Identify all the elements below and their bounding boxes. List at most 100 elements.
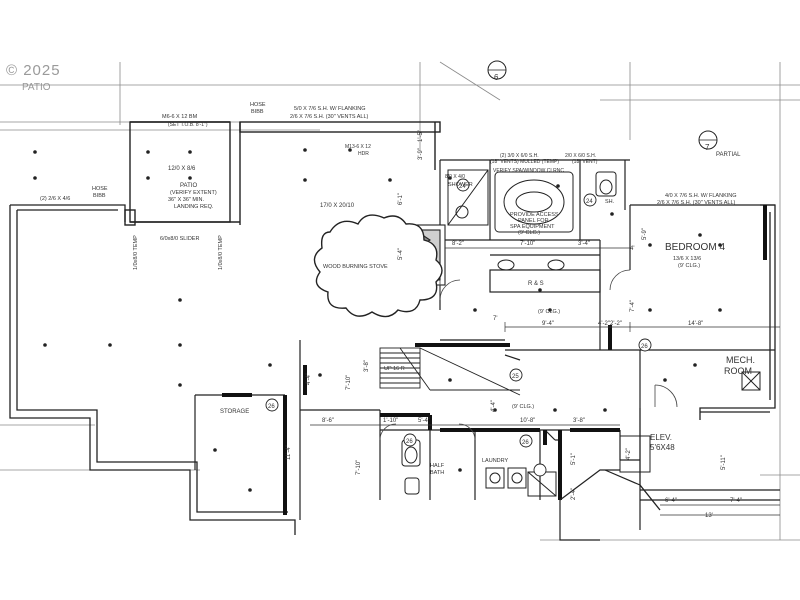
dim-5-9: 5'-9" [642,228,648,240]
dim-7: 7' [493,316,497,322]
window-left-note: (2) 2/6 X 4/6 [40,196,70,202]
door-swings [379,269,678,441]
half-bath-label-2: BATH [430,470,444,476]
tag-25-stair: 25 [512,374,519,380]
header-m13: M13-6 X 12 [345,144,371,150]
patio-room-label: PATIO [180,183,197,189]
heavy-wall-segments [222,205,767,515]
revision-cloud [313,214,443,318]
hose-bibb-left: HOSE [92,186,108,192]
mech-room-label: MECH. [726,355,755,365]
elevator-label: ELEV. [650,433,672,442]
stairs [379,347,521,396]
dim-2-2: 2'-2" [610,321,622,327]
exterior-walls [9,204,776,535]
hose-bibb-left-2: BIBB [93,193,106,199]
dim-1-10: 1'-10" [383,418,398,424]
dim-2-4: 2'-4" [571,488,577,500]
tag-26-bed: 26 [641,344,648,350]
shower-label: SHOWER [448,182,473,188]
bedroom-window-note: 4/0 X 7/6 S.H. W/ FLANKING [665,193,737,199]
interior-walls [194,159,775,520]
dim-4-4-hall: 4'-4" [491,400,497,412]
dim-6-1: 6'-1" [398,193,404,205]
light-fixtures [33,148,722,492]
ceiling-note-hall: (9' CLG.) [538,309,560,315]
dim-7-10-storage: 7'-10" [356,460,362,475]
shelf-label: SH. [605,199,615,205]
access-panel-note: PROVIDE ACCESS [510,212,559,218]
dim-5-11: 5'-11" [721,455,727,470]
dim-4: 4' [630,246,634,252]
bath-laundry-fixtures [401,371,761,497]
dim-8-6: 8'-6" [322,418,334,424]
reference-lines [0,61,800,541]
dim-7-4: 7'-4" [630,300,636,312]
dim-3-4: 3'-4" [578,241,590,247]
bedroom-dims: 13/6 X 13/6 [673,256,701,262]
dimension-labels: 6'-1" 5'-4" 8'-2" 7'-10" 3'-4" 9'-4" 4'-… [286,130,742,519]
watermark-patio-label: PATIO [22,82,51,93]
landing-note: 36" X 36" MIN. [168,197,204,203]
dim-4-2-elev: 4'-2" [626,448,632,460]
dim-14-8: 14'-8" [688,321,703,327]
patio-dims: 12/0 X 8/6 [168,166,196,172]
header-m13-hdr: HDR [358,151,369,157]
storage-label: STORAGE [220,409,249,415]
dim-9-4: 9'-4" [542,321,554,327]
window-top-note-2: 2/6 X 7/6 S.H. (30" VENTS ALL) [290,114,369,120]
section-marker-7: 7 PARTIAL [698,130,741,158]
dim-7-4-lower: 7'-4" [730,498,742,504]
tag-26-bath: 26 [406,439,413,445]
patio-verify-note: (VERIFY EXTENT) [170,190,217,196]
tag-24-a: 24 [459,184,466,190]
dim-6-4: 6'-4" [665,498,677,504]
dim-5-4-bath: 5'-4" [418,418,430,424]
section-marker-6: 6 [487,60,507,82]
copyright-watermark: © 2025 [6,62,61,79]
lower-bay-walls [559,469,780,541]
dim-7-10: 7'-10" [520,241,535,247]
stair-up-label: UP 16 R [384,366,405,372]
elevator-size: 5'6X48 [650,443,675,452]
dim-8-2: 8'-2" [452,241,464,247]
plan-annotations: M6-6 X 12 BM (SET T.O.B. 8'-1") HOSE BIB… [40,102,755,476]
dim-11-4: 11'-4" [286,445,292,460]
dim-4-4: 4'-4" [306,373,312,385]
access-panel-note-3: SPA EQUIPMENT [510,224,555,230]
bedroom-ceiling: (9' CLG.) [678,263,700,269]
tag-26-storage: 26 [268,404,275,410]
dim-5-4: 5'-4" [398,248,404,260]
tags [265,178,652,477]
mech-room-label-2: ROOM [724,366,752,376]
slider-door-note: 6/0x8/0 SLIDER [160,236,199,242]
dimension-lines [310,247,780,516]
temp-door-note-1: 1/0x8/0 TEMP [133,235,139,270]
window-top-note: 5/0 X 7/6 S.H. W/ FLANKING [294,106,366,112]
dim-1-5: 1'-5" [418,130,424,142]
spa-window-note-3: 2/0 X 6/0 S.H. [565,153,596,159]
patio-beam-subnote: (SET T.O.B. 8'-1") [168,122,208,128]
bedroom-label: BEDROOM 4 [665,242,725,253]
shower-window-note: 8/0 X 4/0 [445,174,465,180]
rod-shelf-label: R & S [528,281,544,287]
spa-window-note: (2) 3/0 X 6/0 S.H. [500,153,539,159]
dim-3-8-laundry: 3'-8" [573,418,585,424]
dim-7-10-stair: 7'-10" [346,375,352,390]
bedroom-window-note-2: 2/6 X 7/6 S.H. (30" VENTS ALL) [657,200,736,206]
tag-26-laundry: 26 [522,440,529,446]
half-bath-label: HALF [430,463,445,469]
spa-clearance-note: VERIFY SPA/WINDOW CLRNC [493,168,564,174]
patio-walls [124,121,441,226]
hose-bibb-top: HOSE [250,102,266,108]
hose-bibb-top-2: BIBB [251,109,264,115]
spa-fixtures [447,169,617,271]
wood-stove-label: WOOD BURNING STOVE [323,264,388,270]
partial-label: PARTIAL [716,152,741,158]
section-6-label: 6 [494,73,499,82]
dim-3-8: 3'-8" [364,360,370,372]
spa-window-note-2: (18" VENTS) MULLED (TEMP) [490,159,559,165]
dim-10-8: 10'-8" [520,418,535,424]
dim-3-9: 3'-9" [418,148,424,160]
